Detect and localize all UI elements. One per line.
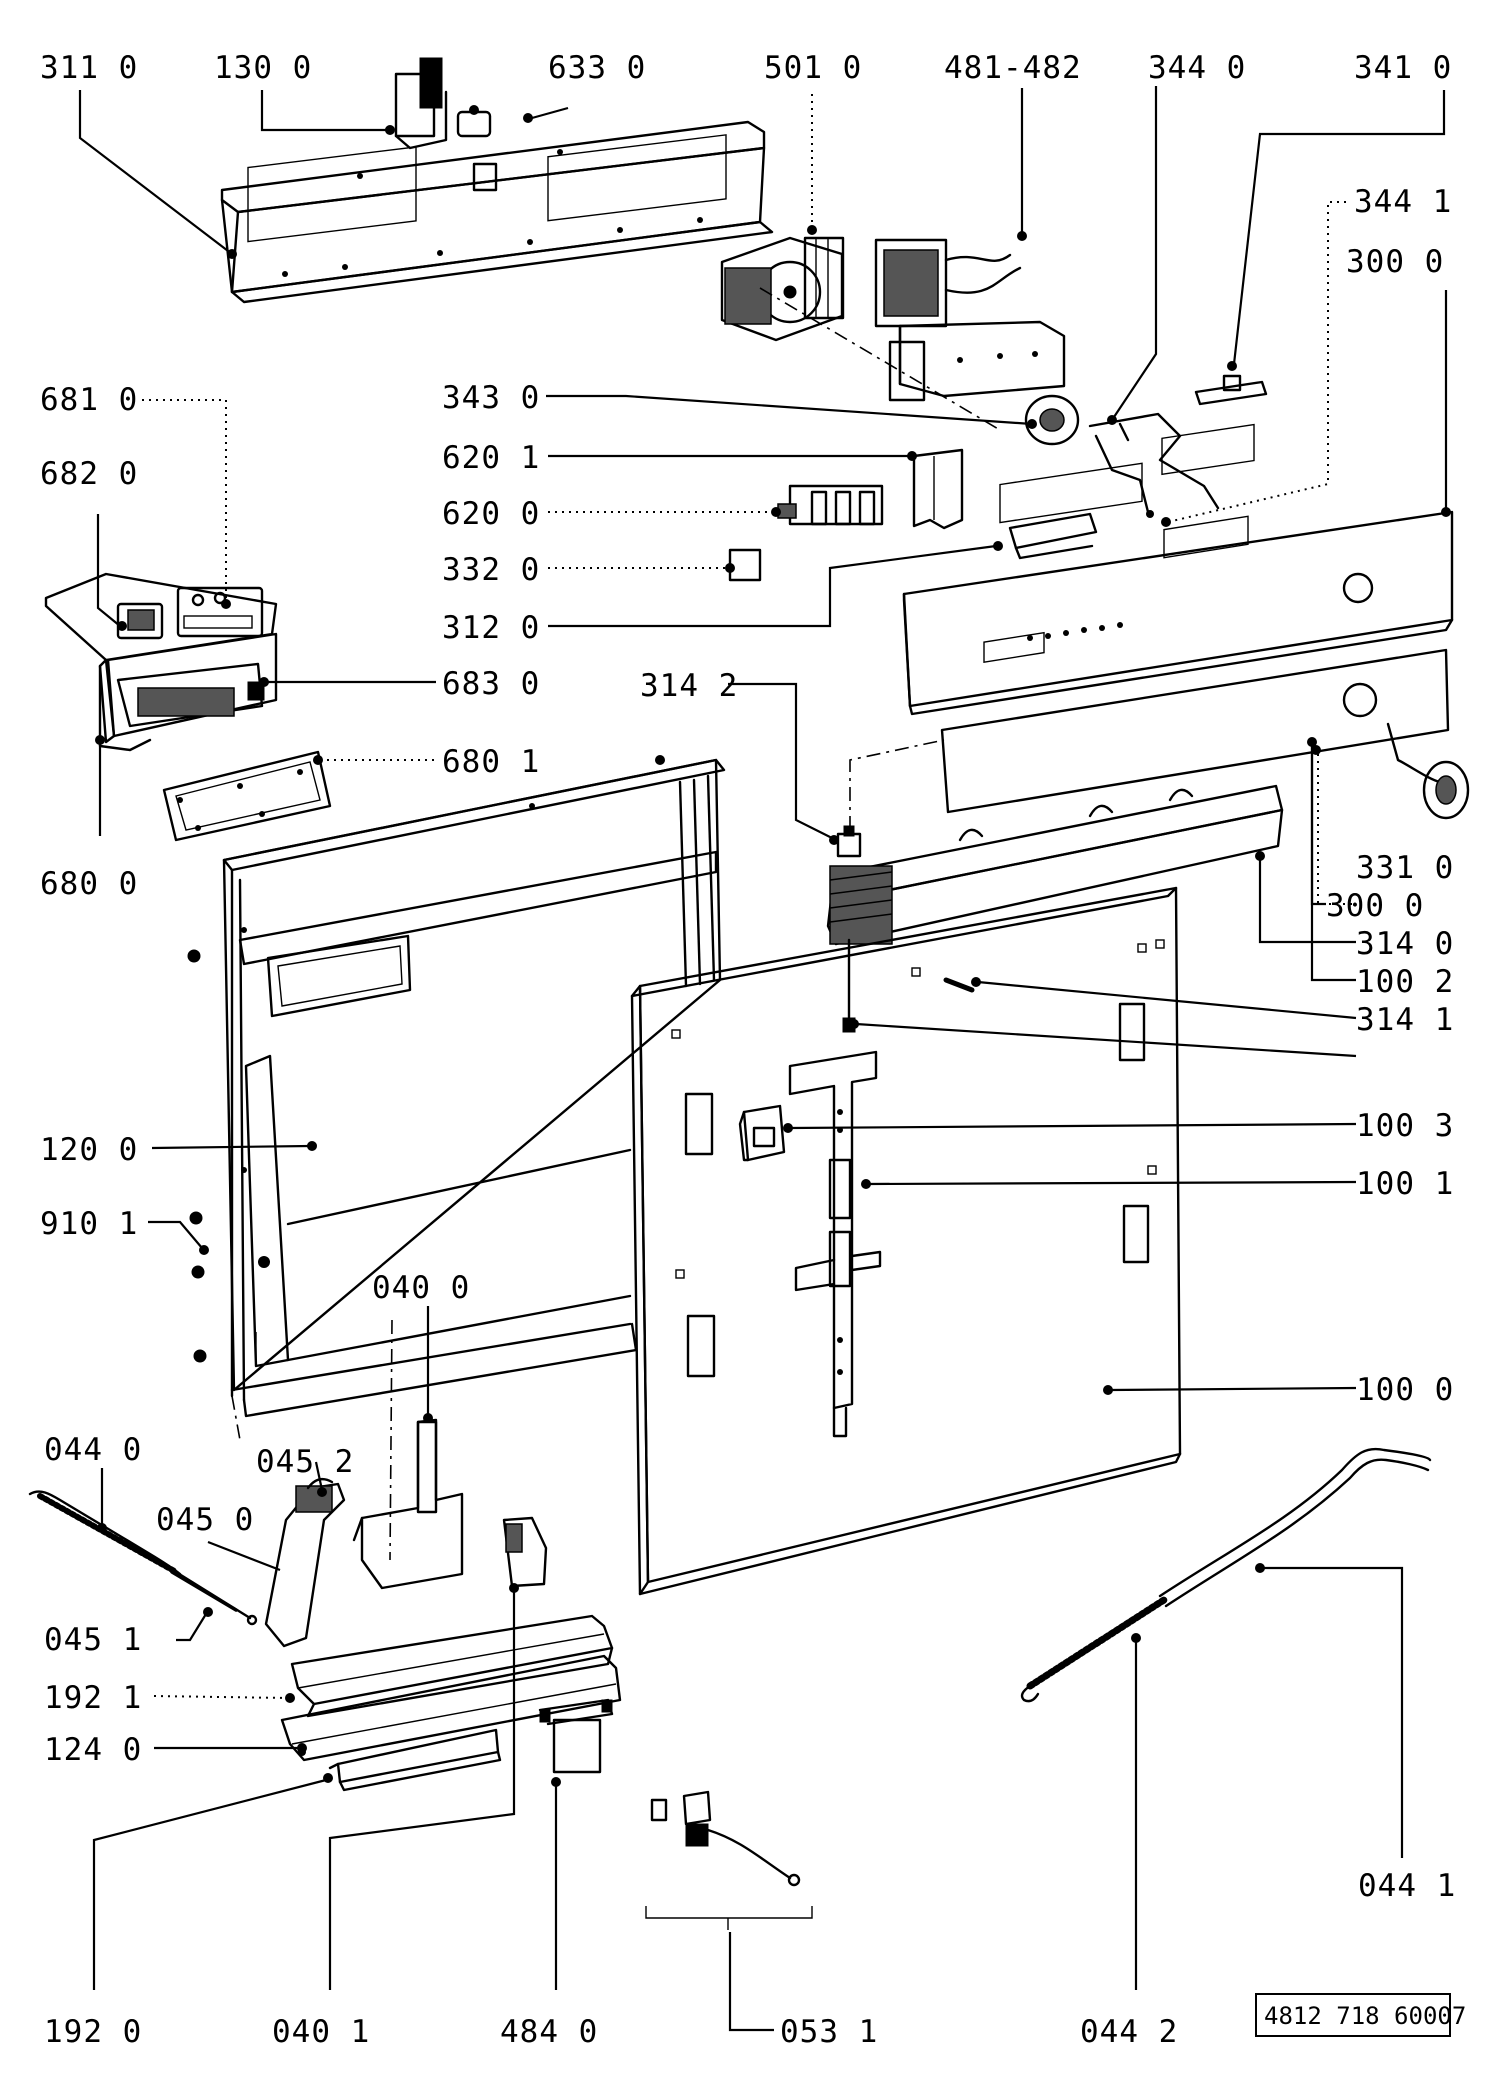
assembly-axis-hinge [389, 1319, 393, 1561]
label-332-0: 332 0 [442, 552, 540, 588]
label-681-0: 681 0 [40, 382, 138, 418]
part-300-0-control-panel [902, 423, 1454, 716]
part-timer-bracket [888, 320, 1066, 402]
label-680-0: 680 0 [40, 866, 138, 902]
label-100-0: 100 0 [1356, 1372, 1454, 1408]
leader-lines [78, 86, 1451, 2032]
label-620-1: 620 1 [442, 440, 540, 476]
label-683-0: 683 0 [442, 666, 540, 702]
label-331-0: 331 0 [1356, 850, 1454, 886]
label-300-0-mid: 300 0 [1326, 888, 1424, 924]
label-040-1: 040 1 [272, 2014, 370, 2050]
label-501-0: 501 0 [764, 50, 862, 86]
part-620-1-holder [912, 448, 964, 530]
label-300-0-top: 300 0 [1346, 244, 1444, 280]
part-481-482-connector [874, 238, 1022, 328]
label-481-482: 481-482 [944, 50, 1082, 86]
part-344-0-bracket [1088, 412, 1220, 518]
part-040-0-hinge-bracket [352, 1418, 464, 1590]
part-680-0-dispenser [44, 572, 278, 752]
part-314-0-handle-strip [826, 784, 1284, 946]
part-044-2-spring [1020, 1596, 1168, 1703]
label-045-2: 045 2 [256, 1444, 354, 1480]
part-100-2-pin [943, 977, 975, 993]
part-332-0-button [728, 548, 762, 582]
part-labels: 311 0 130 0 633 0 501 0 481-482 344 0 34… [40, 50, 1456, 2050]
assembly-axis-frame [231, 1395, 241, 1441]
part-910-1-screws [187, 949, 207, 1363]
part-501-0-timer [720, 236, 845, 342]
label-314-1: 314 1 [1356, 1002, 1454, 1038]
part-044-1-rod [1158, 1447, 1432, 1608]
part-331-0-knob [1386, 722, 1470, 820]
label-053-1: 053 1 [780, 2014, 878, 2050]
reference-code: 4812 718 60007 [1264, 2002, 1466, 2030]
part-130-0-switch [394, 57, 448, 150]
part-192-0-rail [328, 1728, 502, 1792]
label-682-0: 682 0 [40, 456, 138, 492]
part-053-1-wiring-kit [645, 1790, 813, 1930]
label-680-1: 680 1 [442, 744, 540, 780]
label-044-2: 044 2 [1080, 2014, 1178, 2050]
label-192-1: 192 1 [44, 1680, 142, 1716]
part-343-0-ring [1024, 394, 1080, 446]
part-120-0-inner-door [222, 755, 726, 1418]
part-680-1-gasket [162, 750, 332, 842]
label-130-0: 130 0 [214, 50, 312, 86]
part-484-0-switch-box [538, 1698, 614, 1774]
part-040-1-cover [502, 1516, 548, 1588]
label-633-0: 633 0 [548, 50, 646, 86]
label-314-0: 314 0 [1356, 926, 1454, 962]
label-100-3: 100 3 [1356, 1108, 1454, 1144]
label-124-0: 124 0 [44, 1732, 142, 1768]
label-341-0: 341 0 [1354, 50, 1452, 86]
label-192-0: 192 0 [44, 2014, 142, 2050]
label-120-0: 120 0 [40, 1132, 138, 1168]
label-910-1: 910 1 [40, 1206, 138, 1242]
label-314-2: 314 2 [640, 668, 738, 704]
label-311-0: 311 0 [40, 50, 138, 86]
part-100-1-rail [788, 1050, 882, 1438]
label-045-0: 045 0 [156, 1502, 254, 1538]
label-100-2: 100 2 [1356, 964, 1454, 1000]
part-620-0-switch-block [777, 484, 884, 526]
label-040-0: 040 0 [372, 1270, 470, 1306]
label-044-0: 044 0 [44, 1432, 142, 1468]
label-100-1: 100 1 [1356, 1166, 1454, 1202]
part-633-0-clip [456, 105, 492, 138]
part-045-1-pin [170, 1570, 238, 1612]
label-344-1: 344 1 [1354, 184, 1452, 220]
label-484-0: 484 0 [500, 2014, 598, 2050]
part-341-0-bracket [1194, 374, 1268, 406]
label-620-0: 620 0 [442, 496, 540, 532]
part-314-2-clip [836, 825, 862, 858]
assembly-axis-clip [849, 739, 945, 830]
reference-code-box: 4812 718 60007 [1255, 1993, 1466, 2037]
part-100-3-bracket [738, 1104, 786, 1162]
part-100-0-outer-door [630, 886, 1182, 1596]
label-312-0: 312 0 [442, 610, 540, 646]
label-343-0: 343 0 [442, 380, 540, 416]
part-311-0-top-rail [220, 120, 774, 304]
part-192-1-rail [290, 1614, 614, 1718]
label-044-1: 044 1 [1358, 1868, 1456, 1904]
part-300-0-fascia [940, 515, 1450, 814]
part-045-0-hinge-lever [264, 1477, 346, 1648]
part-312-0-handle [1008, 512, 1098, 560]
label-045-1: 045 1 [44, 1622, 142, 1658]
label-344-0: 344 0 [1148, 50, 1246, 86]
assembly-axis-timer [759, 287, 1001, 431]
